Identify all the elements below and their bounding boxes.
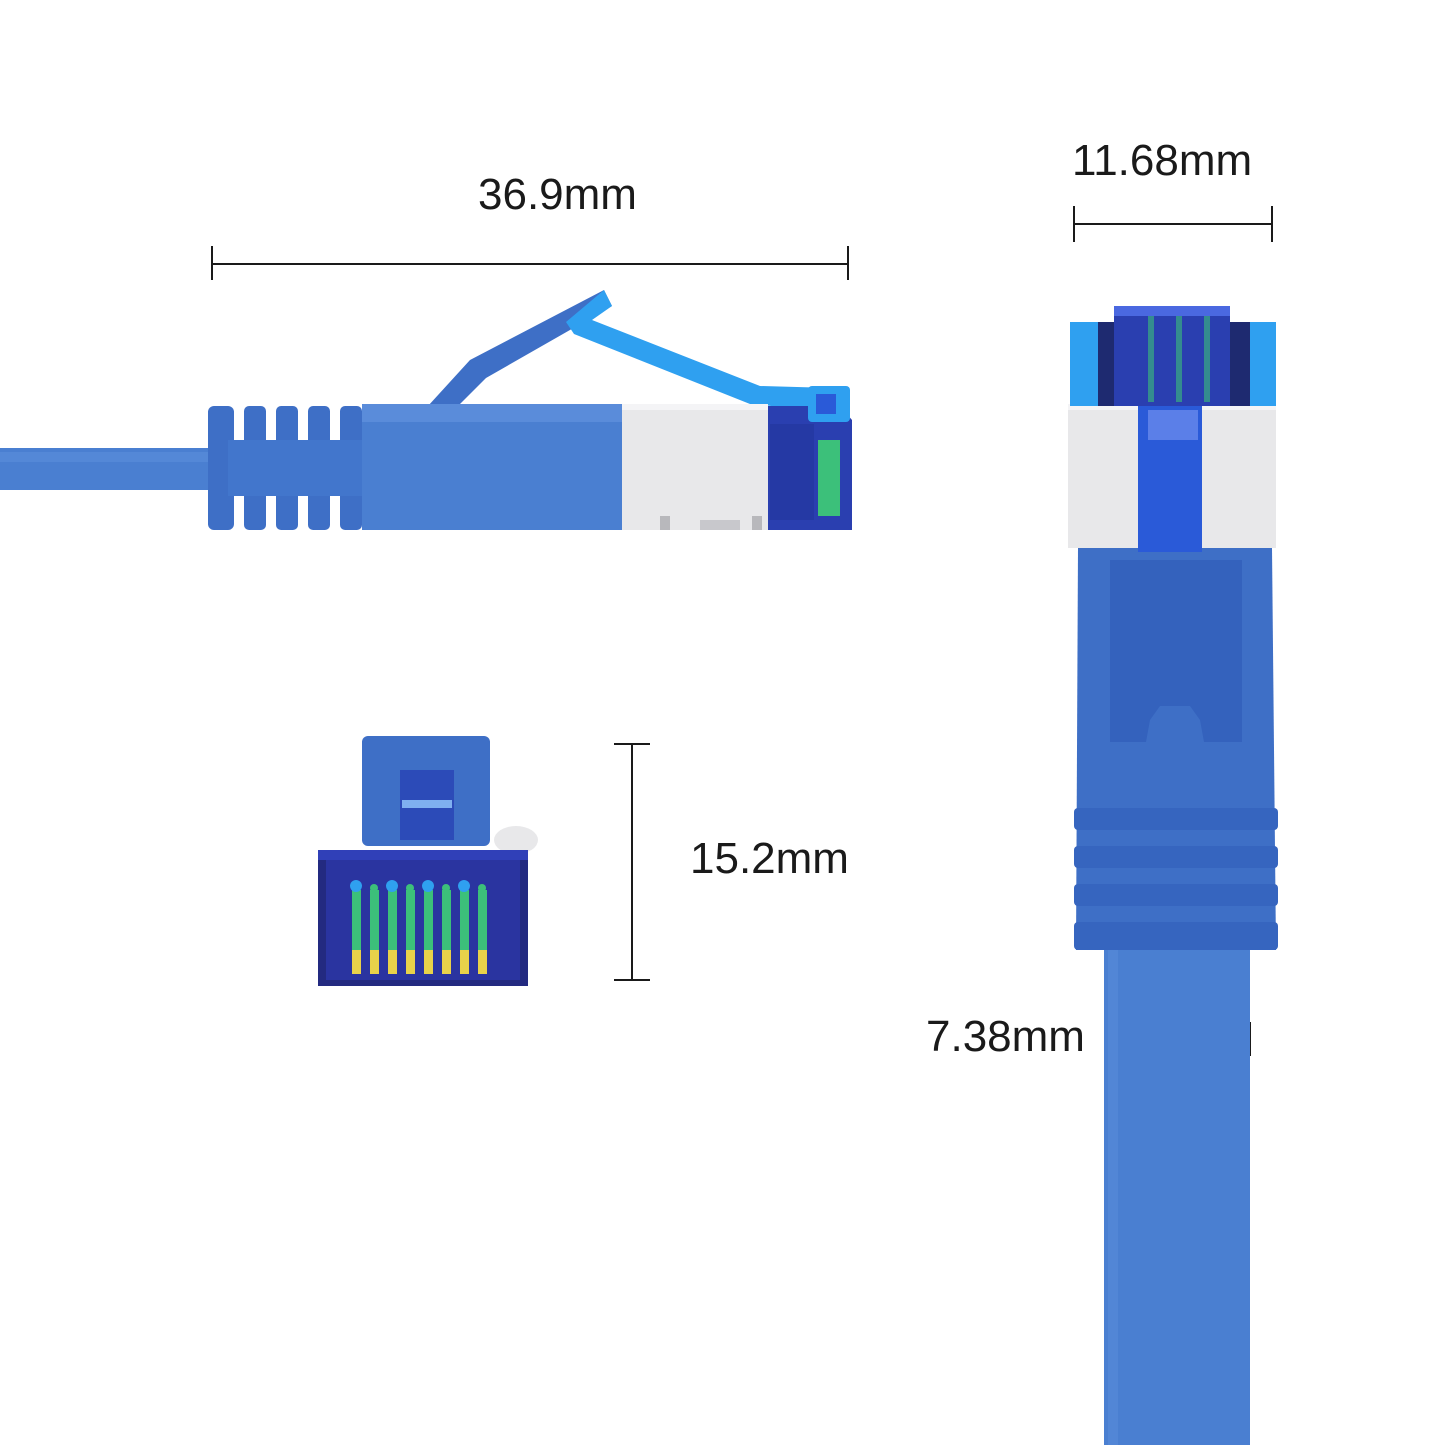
length-dimension-label: 36.9mm — [478, 170, 637, 219]
contact-pins — [350, 880, 487, 974]
dimension-line-length — [211, 246, 849, 280]
front-view-connector — [318, 736, 538, 986]
side-view-connector — [0, 290, 852, 530]
cable-width-dimension-label: 7.38mm — [926, 1012, 1085, 1061]
dimension-line-width — [1073, 206, 1273, 242]
height-dimension-label: 15.2mm — [690, 834, 849, 883]
dimension-line-height — [614, 743, 650, 981]
width-dimension-label: 11.68mm — [1072, 136, 1253, 185]
top-view-connector — [1068, 306, 1278, 1445]
